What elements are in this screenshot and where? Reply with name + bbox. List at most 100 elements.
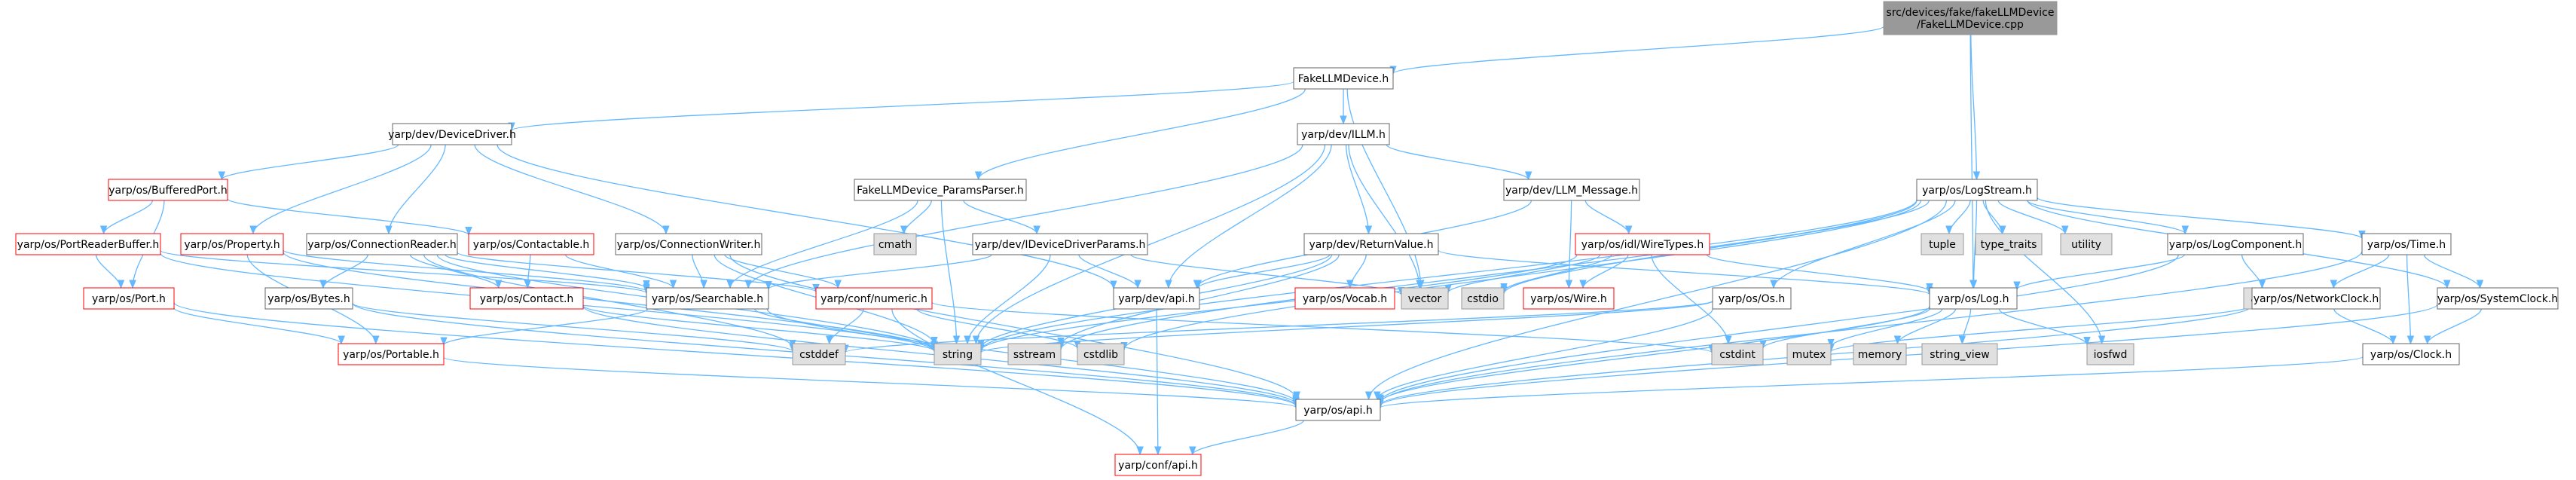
node-box: [1975, 233, 2043, 255]
node-box: [2060, 233, 2113, 255]
edge-illm-to-returnvalue: [1345, 144, 1369, 234]
edge-numeric-to-cstdint: [931, 301, 1712, 353]
edge-returnvalue-to-devapi: [1198, 254, 1331, 289]
node-box: [1711, 343, 1764, 365]
node-logstream[interactable]: yarp/os/LogStream.h: [1916, 179, 2038, 201]
edge-searchable-to-portable: [444, 308, 649, 346]
node-label: yarp/os/LogStream.h: [1922, 185, 2032, 197]
node-box: [108, 179, 228, 201]
node-clock[interactable]: yarp/os/Clock.h: [2362, 343, 2460, 365]
node-box: [1503, 179, 1640, 201]
node-box: [306, 233, 458, 255]
node-utility: utility: [2060, 233, 2113, 255]
edge-logstream-to-time: [2037, 197, 2362, 240]
edge-ideviceparams-to-searchable: [769, 254, 992, 290]
edge-devicedriver-to-connectionwriter: [474, 144, 666, 234]
node-confapi[interactable]: yarp/conf/api.h: [1114, 454, 1202, 476]
edge-numeric-to-confapi: [891, 308, 1140, 454]
node-box: [1921, 343, 1998, 365]
edge-connectionwriter-to-searchable: [692, 254, 704, 289]
node-osapi[interactable]: yarp/os/api.h: [1295, 399, 1381, 421]
edge-time-to-networkclock: [2333, 254, 2390, 289]
edge-connectionreader-to-contact: [409, 254, 498, 289]
node-logcomponent[interactable]: yarp/os/LogComponent.h: [2167, 233, 2304, 255]
node-box: [1303, 233, 1439, 255]
node-box: [1113, 287, 1200, 310]
node-property[interactable]: yarp/os/Property.h: [180, 233, 284, 255]
edge-bytes-to-cstddef: [352, 302, 793, 352]
node-memory: memory: [1853, 343, 1907, 365]
node-searchable[interactable]: yarp/os/Searchable.h: [646, 287, 769, 310]
node-label: FakeLLMDevice_ParamsParser.h: [857, 185, 1024, 197]
node-systemclock[interactable]: yarp/os/SystemClock.h: [2437, 287, 2559, 310]
node-connectionreader[interactable]: yarp/os/ConnectionReader.h: [306, 233, 458, 255]
node-returnvalue[interactable]: yarp/dev/ReturnValue.h: [1303, 233, 1439, 255]
node-bytes[interactable]: yarp/os/Bytes.h: [264, 287, 353, 310]
node-devapi[interactable]: yarp/dev/api.h: [1113, 287, 1200, 310]
node-label: string_view: [1930, 349, 1989, 361]
node-root[interactable]: src/devices/fake/fakeLLMDevice/FakeLLMDe…: [1883, 1, 2058, 35]
node-box: [1883, 1, 2058, 35]
edge-connectionreader-to-cstddef: [423, 254, 793, 348]
node-box: [972, 233, 1148, 255]
node-label: yarp/os/BufferedPort.h: [108, 185, 228, 197]
node-portreaderbuffer[interactable]: yarp/os/PortReaderBuffer.h: [15, 233, 161, 255]
node-log[interactable]: yarp/os/Log.h: [1929, 287, 2018, 310]
node-mutex: mutex: [1786, 343, 1832, 365]
edge-root-to-fakellmdevice_h: [1393, 26, 1884, 75]
edge-logcomponent-to-atomic: [2241, 254, 2263, 289]
node-wiretypes[interactable]: yarp/os/idl/WireTypes.h: [1575, 233, 1710, 255]
edge-root-to-log: [1970, 34, 1973, 288]
node-networkclock[interactable]: yarp/os/NetworkClock.h: [2251, 287, 2381, 310]
node-box: [1461, 287, 1505, 310]
node-contact[interactable]: yarp/os/Contact.h: [469, 287, 584, 310]
node-box: [1401, 287, 1449, 310]
node-portable[interactable]: yarp/os/Portable.h: [338, 343, 445, 365]
edge-portreaderbuffer-to-port: [95, 254, 121, 289]
node-cstddef: cstddef: [792, 343, 846, 365]
edge-illm-to-searchable: [748, 144, 1303, 289]
node-devicedriver[interactable]: yarp/dev/DeviceDriver.h: [388, 123, 516, 145]
edge-log-to-osapi: [1380, 305, 1930, 403]
node-port[interactable]: yarp/os/Port.h: [83, 287, 175, 310]
node-label: memory: [1858, 349, 1902, 361]
edge-contactable-to-searchable: [564, 254, 674, 289]
edge-fakellmdevice_h-to-devicedriver: [512, 81, 1294, 131]
node-vocab[interactable]: yarp/os/Vocab.h: [1294, 287, 1395, 310]
edge-logstream-to-tuple: [1949, 200, 1971, 234]
edge-logstream-to-type_traits: [1982, 200, 2003, 234]
node-bufferedport[interactable]: yarp/os/BufferedPort.h: [108, 179, 228, 201]
node-label: yarp/dev/IDeviceDriverParams.h: [975, 239, 1146, 251]
node-contactable[interactable]: yarp/os/Contactable.h: [468, 233, 594, 255]
node-box: [1293, 67, 1394, 90]
edge-log-to-mutex: [1831, 308, 1943, 347]
edge-devicedriver-to-bufferedport: [222, 144, 399, 180]
node-box: [1786, 343, 1832, 365]
node-ideviceparams[interactable]: yarp/dev/IDeviceDriverParams.h: [972, 233, 1148, 255]
node-numeric[interactable]: yarp/conf/numeric.h: [815, 287, 933, 310]
node-time[interactable]: yarp/os/Time.h: [2361, 233, 2452, 255]
node-os_h[interactable]: yarp/os/Os.h: [1712, 287, 1792, 310]
node-label: string: [943, 349, 973, 361]
node-connectionwriter[interactable]: yarp/os/ConnectionWriter.h: [615, 233, 762, 255]
node-wire[interactable]: yarp/os/Wire.h: [1523, 287, 1615, 310]
node-box: [2361, 233, 2452, 255]
node-paramsparser[interactable]: FakeLLMDevice_ParamsParser.h: [854, 179, 1027, 201]
node-box: [1916, 179, 2038, 201]
node-label: yarp/conf/numeric.h: [820, 293, 927, 305]
edge-fakellmdevice_h-to-paramsparser: [979, 88, 1306, 180]
node-illm[interactable]: yarp/dev/ILLM.h: [1297, 123, 1390, 145]
node-fakellmdevice_h[interactable]: FakeLLMDevice.h: [1293, 67, 1394, 90]
node-string: string: [934, 343, 982, 365]
node-type_traits: type_traits: [1975, 233, 2043, 255]
edge-numeric-to-cstdlib: [916, 308, 1077, 349]
edge-portable-to-osapi: [443, 356, 1296, 408]
edge-wiretypes-to-cstdio: [1504, 254, 1612, 292]
node-label: type_traits: [1981, 239, 2037, 251]
edge-logstream-to-logcomponent: [2027, 200, 2186, 234]
node-llm_message[interactable]: yarp/dev/LLM_Message.h: [1503, 179, 1640, 201]
node-label: cstdint: [1719, 349, 1756, 361]
node-label: yarp/os/Property.h: [184, 239, 280, 251]
node-label: cstddef: [799, 349, 839, 361]
node-label: yarp/os/Portable.h: [343, 349, 439, 361]
